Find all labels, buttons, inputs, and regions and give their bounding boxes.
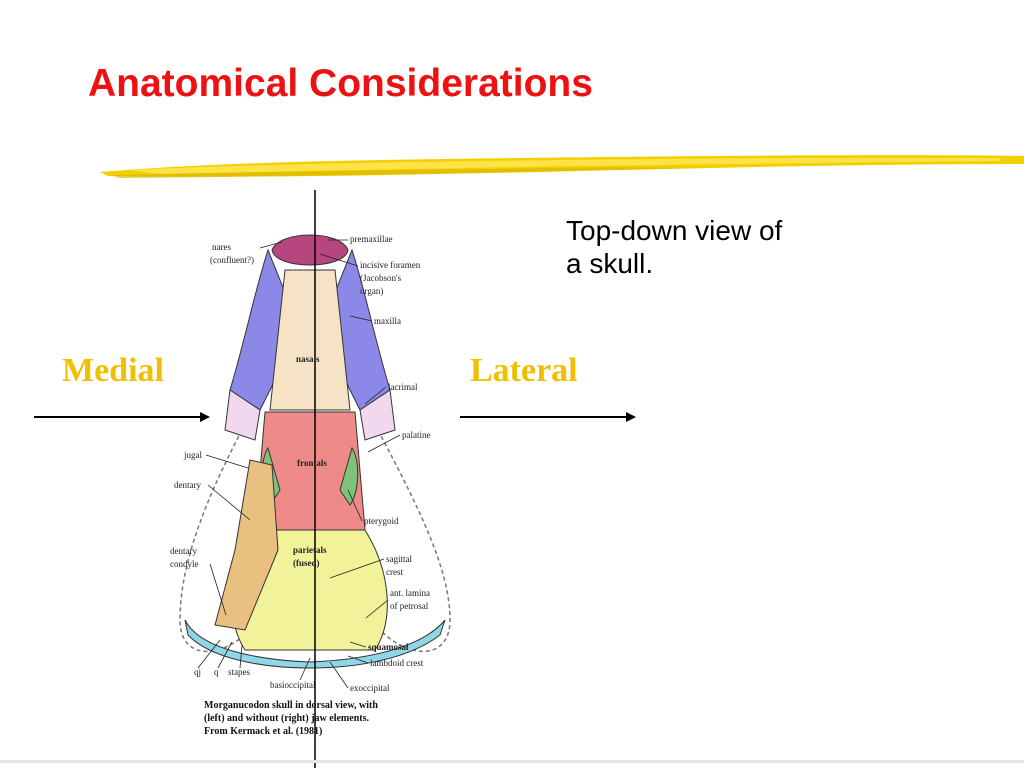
caption-line-3: From Kermack et al. (1981) — [204, 726, 322, 737]
title-underline-brush — [100, 150, 1024, 184]
skull-diagram: nares (confluent?) premaxillae incisive … — [160, 190, 460, 768]
label-pterygoid: pterygoid — [364, 516, 399, 526]
label-parietals: parietals — [293, 545, 327, 555]
lateral-arrow — [460, 408, 636, 426]
label-incisive-foramen: incisive foramen — [360, 260, 421, 270]
label-dentary: dentary — [174, 480, 201, 490]
label-ant-lamina-1: ant. lamina — [390, 588, 430, 598]
label-ant-lamina-2: of petrosal — [390, 601, 429, 611]
label-qj: qj — [194, 667, 201, 677]
label-palatine: palatine — [402, 430, 431, 440]
label-q: q — [214, 667, 219, 677]
subtitle-line-1: Top-down view of — [566, 214, 866, 247]
label-maxilla: maxilla — [374, 316, 401, 326]
subtitle-line-2: a skull. — [566, 247, 866, 280]
label-premaxillae: premaxillae — [350, 234, 392, 244]
label-dentary-condyle-2: condyle — [170, 559, 199, 569]
slide-title: Anatomical Considerations — [88, 62, 593, 106]
label-nares: nares — [212, 242, 231, 252]
label-lacrimal: lacrimal — [388, 382, 418, 392]
label-jugal: jugal — [183, 450, 202, 460]
label-squamosal: squamosal — [368, 642, 409, 652]
label-basioccipital: basioccipital — [270, 680, 316, 690]
label-confluent: (confluent?) — [210, 255, 254, 265]
lateral-label: Lateral — [470, 352, 578, 390]
caption-line-1: Morganucodon skull in dorsal view, with — [204, 700, 378, 711]
label-organ: organ) — [360, 286, 383, 296]
label-fused: (fused) — [293, 558, 320, 568]
premaxillae-region — [272, 235, 348, 265]
label-lambdoid: lambdoid crest — [370, 658, 424, 668]
jaw-outline-right — [378, 430, 450, 651]
label-sagittal-2: crest — [386, 567, 403, 577]
label-frontals: frontals — [297, 458, 327, 468]
label-exoccipital: exoccipital — [350, 683, 390, 693]
skull-figure: nares (confluent?) premaxillae incisive … — [160, 190, 460, 768]
medial-label: Medial — [62, 352, 164, 390]
label-nasals: nasals — [296, 354, 320, 364]
slide-footer-line — [0, 760, 1024, 763]
label-dentary-condyle-1: dentary — [170, 546, 197, 556]
label-sagittal-1: sagittal — [386, 554, 412, 564]
caption-line-2: (left) and without (right) jaw elements. — [204, 713, 369, 724]
subtitle: Top-down view of a skull. — [566, 214, 866, 280]
label-stapes: stapes — [228, 667, 250, 677]
figure-caption: Morganucodon skull in dorsal view, with … — [204, 700, 378, 737]
label-jacobsons: (Jacobson's — [360, 273, 402, 283]
